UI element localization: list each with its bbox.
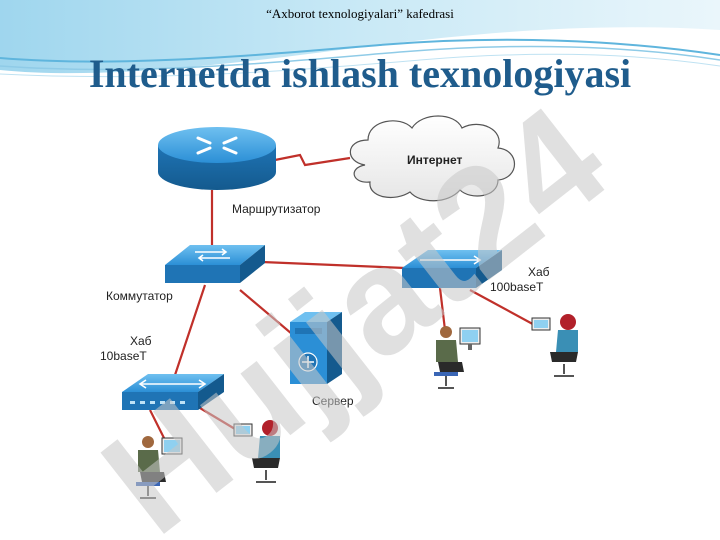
header-waves <box>0 0 720 78</box>
cable-switch-hub-left <box>173 284 207 376</box>
hub-left-label-line2: 10baseT <box>100 349 147 363</box>
internet-label: Интернет <box>407 153 463 167</box>
cable-hubright-user2 <box>469 289 541 329</box>
header-text: “Axborot texnologiyalari” kafedrasi <box>266 6 454 21</box>
hub-left-icon <box>122 374 224 410</box>
cable-router-internet <box>274 153 351 167</box>
cable-hubright-user1 <box>438 287 447 331</box>
cable-hubleft-user2 <box>194 404 241 433</box>
cable-hubleft-user1 <box>149 409 166 441</box>
server-icon <box>290 312 342 384</box>
cable-switch-hub-right <box>261 260 406 270</box>
router-icon <box>158 127 276 190</box>
hub-right-label-line2: 100baseT <box>490 280 544 294</box>
cables <box>149 153 541 441</box>
switch-icon <box>165 245 265 283</box>
page-title: Internetda ishlash texnologiyasi <box>88 51 632 96</box>
user-icon <box>233 420 280 483</box>
switch-label: Коммутатор <box>106 289 173 303</box>
router-label: Маршрутизатор <box>232 202 321 216</box>
server-label: Сервер <box>312 394 354 408</box>
user-icon <box>136 436 183 499</box>
hub-left-label-line1: Хаб <box>130 334 152 348</box>
cloud-icon <box>349 115 515 202</box>
user-icon <box>434 326 481 389</box>
hub-right-label-line1: Хаб <box>528 265 550 279</box>
hub-right-icon <box>402 250 502 288</box>
user-icon <box>531 314 578 377</box>
